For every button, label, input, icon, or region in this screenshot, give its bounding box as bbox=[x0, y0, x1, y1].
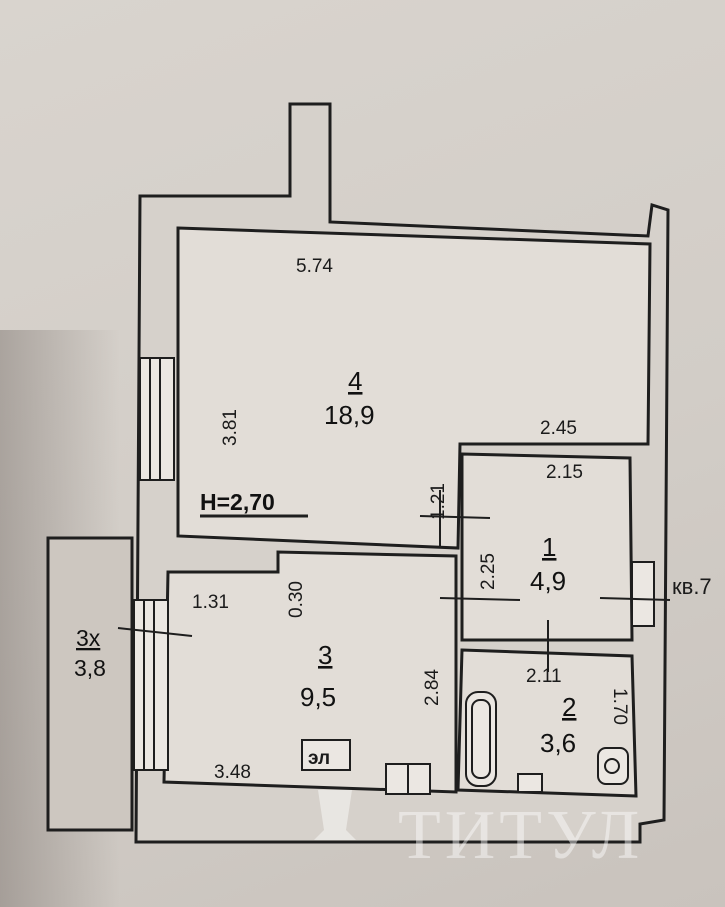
ceiling-height: H=2,70 bbox=[200, 489, 275, 515]
outer-walls bbox=[46, 102, 670, 844]
dim-room1-left: 2.25 bbox=[478, 553, 499, 590]
dim-room1-door: 1.21 bbox=[428, 483, 449, 520]
apartment-label: кв.7 bbox=[672, 574, 712, 599]
window-room3 bbox=[133, 599, 169, 771]
watermark-text: ТИТУЛ bbox=[398, 797, 643, 874]
stove bbox=[385, 763, 431, 795]
room1-number: 1 bbox=[542, 532, 556, 562]
door-marks bbox=[117, 490, 671, 672]
watermark-logo bbox=[314, 790, 356, 840]
dim-room2-top: 2.11 bbox=[526, 666, 562, 687]
room2-area: 3,6 bbox=[540, 728, 576, 758]
room2-number: 2 bbox=[562, 692, 576, 722]
room3-area: 9,5 bbox=[300, 682, 336, 712]
balcony-number: 3х bbox=[76, 625, 101, 651]
dim-room2-right: 1.70 bbox=[609, 688, 630, 725]
electric-panel-label: эл bbox=[308, 748, 330, 769]
room4-area: 18,9 bbox=[324, 400, 375, 430]
dim-room3-right: 2.84 bbox=[422, 669, 443, 706]
dim-room4-right: 2.45 bbox=[540, 418, 577, 439]
dim-room3-bottom: 3.48 bbox=[214, 762, 251, 783]
dim-room1-top: 2.15 bbox=[546, 462, 583, 483]
room1-area: 4,9 bbox=[530, 566, 566, 596]
room3-number: 3 bbox=[318, 640, 332, 670]
sink bbox=[517, 773, 543, 793]
dim-room3-top: 1.31 bbox=[192, 592, 229, 613]
bathtub bbox=[465, 691, 497, 787]
window-room4 bbox=[139, 357, 175, 481]
dim-room4-top: 5.74 bbox=[296, 256, 333, 277]
dim-room3-niche: 0.30 bbox=[286, 581, 307, 618]
electric-panel-box bbox=[301, 739, 351, 771]
balcony-area: 3,8 bbox=[74, 655, 106, 681]
dim-room4-left: 3.81 bbox=[220, 409, 241, 446]
toilet bbox=[597, 747, 629, 785]
window-right bbox=[631, 561, 655, 627]
room4-number: 4 bbox=[348, 366, 362, 396]
